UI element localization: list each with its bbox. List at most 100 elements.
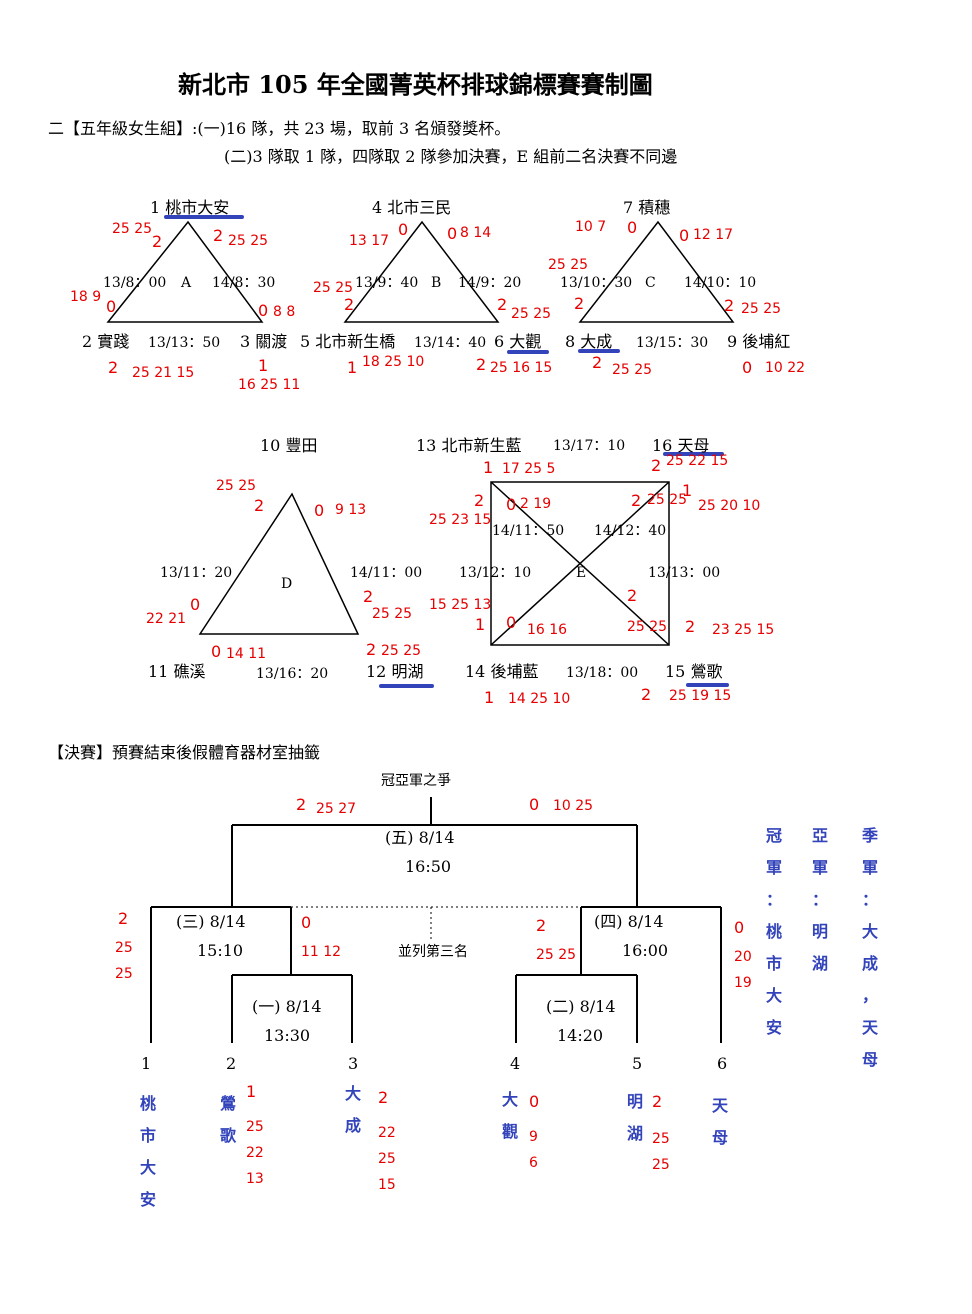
group-a-triangle — [106, 220, 264, 323]
slot-number: 1 — [141, 1054, 152, 1073]
group-e-time-top: 13/17：10 — [553, 438, 626, 454]
group-d-time-right: 14/11：00 — [350, 565, 423, 581]
score-sets: 25 25 — [381, 643, 422, 659]
score-total: 0 — [679, 226, 690, 245]
match-1-time: 13:30 — [264, 1026, 311, 1045]
score-total: 1 — [246, 1082, 257, 1101]
score-sets: 17 25 5 — [502, 461, 556, 477]
score-total: 0 — [742, 358, 753, 377]
team-4-label: 4 北市三民 — [372, 198, 452, 217]
score-sets: 25 19 15 — [669, 688, 732, 704]
group-c-time-bottom: 13/15：30 — [636, 335, 709, 351]
group-c-triangle — [578, 220, 735, 323]
team-13-label: 13 北市新生藍 — [416, 436, 522, 455]
score-total: 0 — [447, 224, 458, 243]
score-total: 0 — [258, 301, 269, 320]
score-total: 1 — [475, 615, 486, 634]
score-total: 2 — [651, 456, 662, 475]
match-5-time: 16:50 — [405, 857, 452, 876]
slot-team-name: 大 觀 — [502, 1090, 519, 1141]
score-total: 2 — [641, 685, 652, 704]
rule-line-1: 二【五年級女生組】:(一)16 隊，共 23 場，取前 3 名頒發獎杯。 — [48, 119, 511, 138]
score-total: 2 — [685, 617, 696, 636]
group-b-time-right: 14/9：20 — [458, 275, 522, 291]
score-sets: 25 25 — [652, 1131, 670, 1173]
match-1-label: (一) 8/14 — [252, 997, 322, 1016]
score-total: 0 — [734, 918, 745, 937]
award-runner-up: 亞 軍 ： 明 湖 — [812, 826, 829, 973]
team-14-label: 14 後埔藍 — [465, 662, 539, 681]
group-a-letter: A — [181, 275, 192, 291]
award-third: 季 軍 ： 大 成 ， 天 母 — [862, 826, 879, 1069]
team-15-label: 15 鶯歌 — [665, 662, 723, 681]
score-total: 0 — [506, 495, 517, 514]
score-total: 2 — [213, 226, 224, 245]
score-sets: 2 19 — [520, 496, 552, 512]
score-total: 2 — [724, 296, 735, 315]
score-sets: 25 25 — [612, 362, 653, 378]
group-b-time-bottom: 13/14：40 — [414, 335, 487, 351]
group-b-triangle — [343, 220, 500, 323]
team-7-label: 7 積穗 — [623, 198, 671, 217]
score-sets: 20 — [734, 949, 752, 965]
score-total: 2 — [108, 358, 119, 377]
match-2-label: (二) 8/14 — [546, 997, 616, 1016]
group-d-time-bottom: 13/16：20 — [256, 666, 329, 682]
score-total: 0 — [627, 218, 638, 237]
score-sets: 25 16 15 — [490, 360, 553, 376]
score-sets: 25 25 — [372, 606, 413, 622]
score-total: 0 — [529, 1092, 540, 1111]
finals-bracket — [150, 797, 722, 1043]
score-total: 2 — [574, 294, 585, 313]
third-place-label: 並列第三名 — [398, 944, 468, 960]
group-b-letter: B — [431, 275, 442, 291]
score-sets: 13 17 — [349, 233, 390, 249]
score-sets: 23 25 15 — [712, 622, 775, 638]
team-9-label: 9 後埔紅 — [727, 332, 791, 351]
score-sets: 10 7 — [575, 219, 607, 235]
slot-team-name: 桃 市 大 安 — [140, 1094, 157, 1209]
match-2-time: 14:20 — [557, 1026, 604, 1045]
team-16-label: 16 天母 — [652, 436, 710, 455]
match-4-time: 16:00 — [622, 941, 669, 960]
score-total: 2 — [118, 909, 129, 928]
group-d-letter: D — [281, 576, 293, 592]
team-2-label: 2 實踐 — [82, 332, 130, 351]
score-total: 0 — [301, 913, 312, 932]
page-title: 新北市 105 年全國菁英杯排球錦標賽賽制圖 — [178, 70, 653, 99]
slot-number: 5 — [632, 1054, 643, 1073]
score-sets: 11 12 — [301, 944, 342, 960]
score-total: 2 — [344, 295, 355, 314]
score-total: 0 — [398, 220, 409, 239]
score-sets: 25 25 — [627, 619, 668, 635]
finals-header: 【決賽】預賽結束後假體育器材室抽籤 — [48, 743, 321, 762]
score-sets: 25 20 10 — [698, 498, 761, 514]
score-sets: 25 22 15 — [666, 453, 729, 469]
group-e-letter: E — [576, 565, 587, 581]
score-total: 0 — [314, 501, 325, 520]
score-total: 1 — [484, 688, 495, 707]
score-total: 0 — [190, 595, 201, 614]
group-a-time-bottom: 13/13：50 — [148, 335, 221, 351]
score-sets: 25 25 — [313, 280, 354, 296]
slot-number: 2 — [226, 1054, 237, 1073]
score-total: 0 — [529, 795, 540, 814]
score-total: 2 — [592, 353, 603, 372]
score-total: 2 — [366, 640, 377, 659]
group-e-time-diag-left: 14/11：50 — [492, 523, 565, 539]
score-sets: 8 8 — [273, 304, 296, 320]
score-total: 0 — [211, 642, 222, 661]
score-sets: 25 23 15 — [429, 512, 492, 528]
score-sets: 9 13 — [335, 502, 367, 518]
score-total: 0 — [506, 613, 517, 632]
team-1-label: 1 桃市大安 — [150, 198, 230, 217]
score-total: 2 — [296, 795, 307, 814]
team-8-label: 8 大成 — [565, 332, 613, 351]
championship-label: 冠亞軍之爭 — [381, 773, 451, 789]
score-sets: 25 — [115, 940, 133, 956]
score-sets: 19 — [734, 975, 752, 991]
group-a-time-right: 14/8：30 — [212, 275, 276, 291]
score-sets: 16 25 11 — [238, 377, 301, 393]
match-3-time: 15:10 — [197, 941, 244, 960]
score-total: 2 — [652, 1092, 663, 1111]
